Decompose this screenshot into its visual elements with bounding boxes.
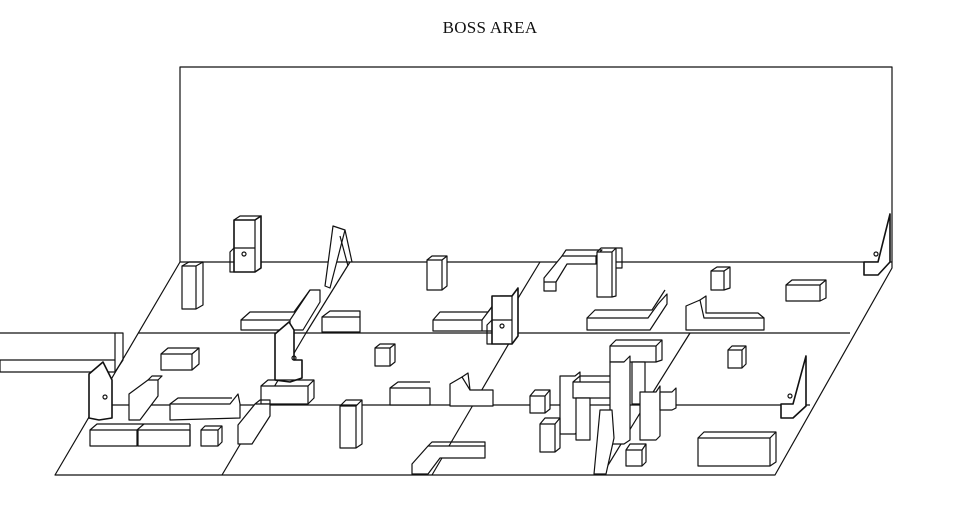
l-block-5 [449, 372, 494, 407]
back-wall [179, 66, 893, 262]
crate-3 [710, 266, 731, 291]
door-3 [780, 355, 807, 419]
l-wall-1 [543, 249, 603, 292]
level-props [88, 213, 891, 475]
bench-row-3 [89, 399, 271, 447]
l-block-6 [411, 441, 486, 475]
slab-6 [697, 431, 777, 467]
entry-corridor [0, 332, 124, 373]
slab-3 [160, 347, 200, 371]
area-title: BOSS AREA [442, 18, 538, 37]
ramp-plank-1 [324, 225, 353, 289]
long-bench-1 [128, 375, 163, 421]
door-1 [863, 213, 891, 276]
crate-6 [529, 389, 551, 414]
crate-tall-1 [181, 261, 204, 310]
l-block-3 [586, 289, 668, 331]
l-block-4 [685, 295, 765, 331]
slab-2 [321, 310, 361, 333]
slab-1 [785, 279, 827, 302]
arcade-cabinet-3 [274, 321, 303, 383]
arcade-cabinet-1 [229, 215, 262, 273]
crate-5 [727, 345, 747, 369]
pillar-group-center [539, 339, 677, 475]
crate-2 [426, 255, 448, 291]
door-2 [88, 361, 113, 421]
long-bench-2 [169, 393, 241, 421]
crate-tall-2 [339, 399, 363, 449]
crate-4 [374, 343, 396, 367]
pillar-1 [596, 247, 623, 298]
slab-5 [389, 381, 431, 406]
l-block-1 [240, 289, 321, 331]
arcade-cabinet-2 [486, 287, 519, 345]
